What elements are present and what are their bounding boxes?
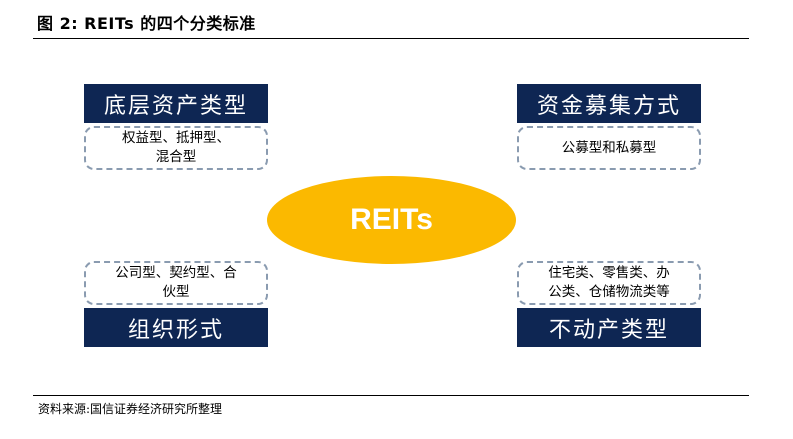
detail-organization-line2: 伙型 [162,284,190,300]
figure-title: 图 2: REITs 的四个分类标准 [37,14,256,33]
detail-organization-line1: 公司型、契约型、合 [115,265,237,281]
detail-asset-type-line2: 混合型 [155,149,197,165]
detail-fundraising: 公募型和私募型 [517,126,701,170]
header-property-type: 不动产类型 [517,308,701,347]
source-note: 资料来源:国信证券经济研究所整理 [38,402,223,416]
header-organization: 组织形式 [84,308,268,347]
detail-organization: 公司型、契约型、合 伙型 [84,261,268,305]
bottom-rule [33,395,749,396]
top-rule [33,38,749,39]
detail-asset-type: 权益型、抵押型、 混合型 [84,126,268,170]
detail-asset-type-line1: 权益型、抵押型、 [122,130,230,146]
header-asset-type: 底层资产类型 [84,84,268,123]
detail-property-type-line2: 公类、仓储物流类等 [548,284,670,300]
detail-fundraising-line1: 公募型和私募型 [561,139,657,156]
header-fundraising: 资金募集方式 [517,84,701,123]
reits-center-label: REITs [350,203,433,236]
detail-property-type-line1: 住宅类、零售类、办 [548,265,670,281]
reits-center-ellipse: REITs [267,176,516,264]
detail-property-type: 住宅类、零售类、办 公类、仓储物流类等 [517,261,701,305]
